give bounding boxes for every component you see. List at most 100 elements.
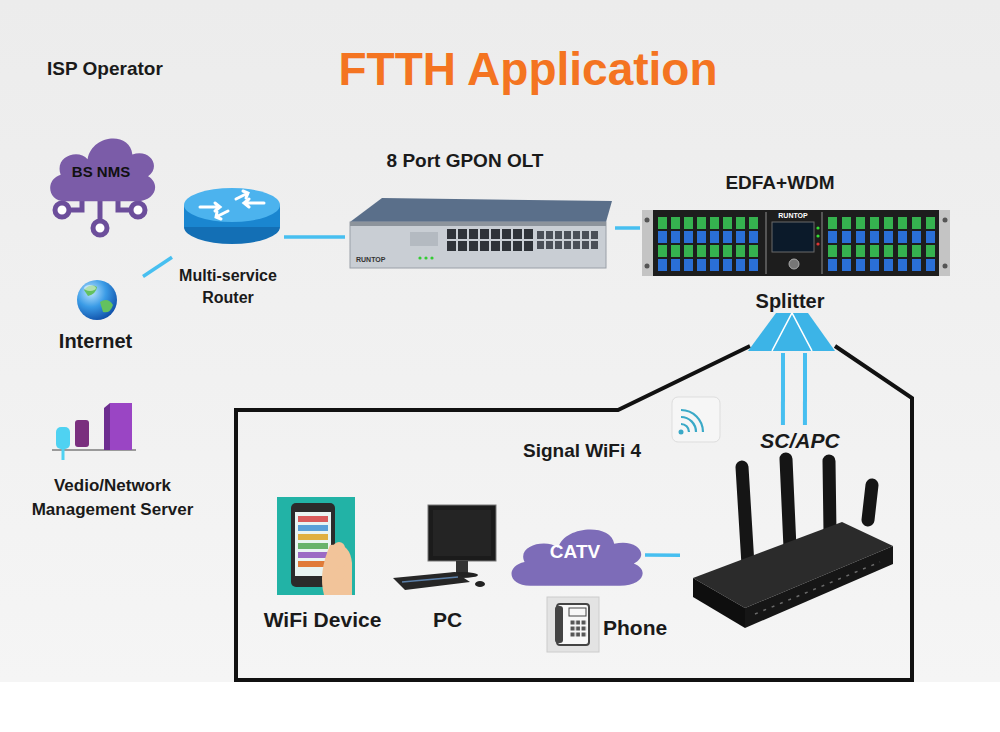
server-node: Vedio/Network Management Server xyxy=(25,395,200,525)
pc-icon xyxy=(393,505,496,590)
olt-led xyxy=(418,256,421,259)
finger xyxy=(334,568,346,580)
arrow-glyph xyxy=(236,191,248,199)
edfa-device xyxy=(642,210,950,276)
finger xyxy=(333,542,345,554)
book-stripe xyxy=(298,516,328,522)
server-bar xyxy=(110,403,132,450)
network-wire xyxy=(98,198,103,221)
edfa-screen xyxy=(772,222,814,252)
edfa-led xyxy=(816,234,819,237)
fiber-link xyxy=(284,235,345,239)
phone-node: Phone xyxy=(545,595,680,655)
router-node: Multi-service Router xyxy=(172,185,284,311)
router-leds xyxy=(755,562,880,614)
wifi-arc xyxy=(681,410,703,432)
edfa-led xyxy=(816,242,819,245)
network-dot xyxy=(55,203,69,217)
handset xyxy=(555,606,563,643)
monitor xyxy=(428,505,496,561)
olt-top xyxy=(350,198,612,222)
wifi-arcs xyxy=(681,410,703,432)
network-dot xyxy=(93,221,107,235)
globe-land xyxy=(84,286,97,296)
network-dot xyxy=(131,203,145,217)
rack-ear xyxy=(939,210,950,276)
server-side xyxy=(104,403,110,450)
antenna xyxy=(742,467,748,565)
server-bar xyxy=(56,427,70,449)
phone-tile xyxy=(547,597,599,652)
edfa-led xyxy=(816,226,819,229)
splitter-node: Splitter xyxy=(740,285,840,353)
internet-node: Internet xyxy=(48,275,143,350)
keyboard-keys xyxy=(402,577,458,582)
arrow-glyph xyxy=(200,203,220,211)
fiber-link xyxy=(781,353,785,425)
monitor-stand xyxy=(456,561,468,573)
keyboard xyxy=(393,572,470,590)
olt-led xyxy=(424,256,427,259)
fiber-link xyxy=(615,226,640,230)
olt-device xyxy=(350,198,612,268)
background-band xyxy=(0,682,1000,732)
node-label: Multi-service Router xyxy=(172,265,284,309)
nms-cloud: BS NMS xyxy=(45,128,157,206)
globe-land xyxy=(100,300,113,312)
book-stripe xyxy=(298,543,328,549)
node-label: Splitter xyxy=(740,289,840,313)
splitter-lines xyxy=(772,313,812,351)
panel-divider xyxy=(821,212,823,274)
antenna xyxy=(868,485,872,520)
shape-outline xyxy=(748,313,835,351)
wifi-label: Signal WiFi 4 xyxy=(523,440,641,463)
wifi-tile xyxy=(672,397,720,442)
pc-node: PC xyxy=(395,500,500,635)
wifi-arc xyxy=(681,424,689,432)
globe-shine xyxy=(84,285,96,291)
background xyxy=(0,0,1000,682)
fiber-ports xyxy=(656,216,760,272)
onu-router xyxy=(693,459,893,628)
catv-cloud: CATV xyxy=(505,520,645,590)
rj45-ports xyxy=(536,230,599,250)
globe-icon xyxy=(77,280,117,320)
node-label: 8 Port GPON OLT xyxy=(345,150,585,173)
book-stripe xyxy=(298,525,328,531)
fiber-link xyxy=(143,257,172,276)
phone-icon xyxy=(547,597,599,652)
server-bar xyxy=(75,420,89,447)
book-stripe xyxy=(298,552,328,558)
monitor-screen xyxy=(433,510,491,556)
server-stem xyxy=(62,449,65,460)
edfa-chassis xyxy=(642,210,950,276)
fiber-link xyxy=(645,553,680,557)
arrow-glyph xyxy=(216,211,228,219)
brand-label: RUNTOP xyxy=(772,212,814,220)
olt-led xyxy=(430,256,433,259)
brand-label: RUNTOP xyxy=(356,256,385,264)
node-label: BS NMS xyxy=(45,163,157,181)
panel-divider xyxy=(765,212,767,274)
diagram-title: FTTH Application xyxy=(228,42,828,97)
node-label: WiFi Device xyxy=(250,607,395,632)
wifi-arc xyxy=(681,417,696,432)
node-label: PC xyxy=(395,607,500,632)
wifi-icon xyxy=(672,397,720,442)
finger xyxy=(335,555,347,567)
edfa-node: EDFA+WDM xyxy=(640,165,952,280)
router-front xyxy=(745,546,893,628)
router-top xyxy=(184,188,280,222)
fiber-link xyxy=(803,353,807,425)
book-stripe xyxy=(298,534,328,540)
group-label: ISP Operator xyxy=(47,58,163,81)
wifi-device-node: WiFi Device xyxy=(250,495,395,635)
server-icon xyxy=(52,403,136,460)
node-label: Internet xyxy=(48,329,143,353)
node-label: EDFA+WDM xyxy=(640,172,920,195)
phone-keypad xyxy=(570,620,587,638)
